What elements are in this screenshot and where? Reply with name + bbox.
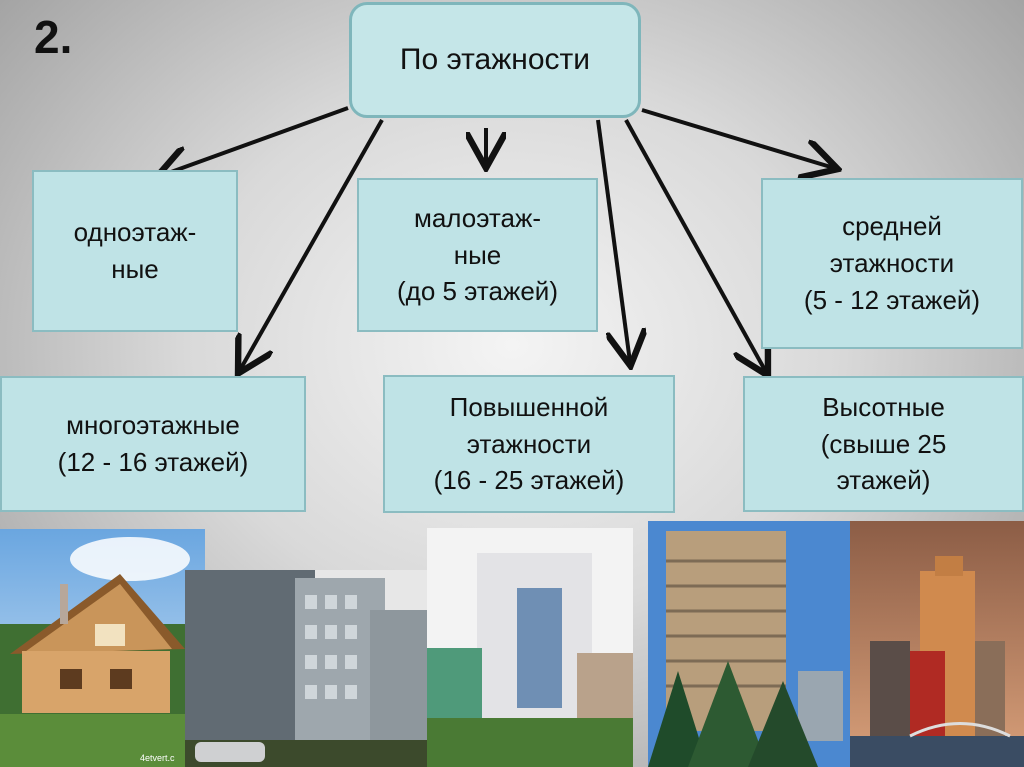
node-one-storey: одноэтаж- ные — [32, 170, 238, 332]
arrow-to-high-rise — [624, 119, 766, 372]
arrow-to-mid-rise — [641, 108, 834, 168]
node-mid-rise: средней этажности (5 - 12 этажей) — [761, 178, 1023, 349]
photo-wooden-house: 4etvert.c — [0, 529, 205, 767]
photo-skyscrapers — [850, 521, 1024, 767]
node-increased-storey: Повышенной этажности (16 - 25 этажей) — [383, 375, 675, 513]
arrow-to-increased-storey — [596, 119, 630, 362]
photo-panel-block — [185, 570, 427, 767]
arrow-to-multi-storey — [240, 119, 384, 370]
photo-office-tower — [427, 528, 633, 767]
node-multi-storey: многоэтажные (12 - 16 этажей) — [0, 376, 306, 512]
arrow-to-one-storey — [160, 106, 349, 176]
node-low-rise: малоэтаж- ные (до 5 этажей) — [357, 178, 598, 332]
watermark-text: 4etvert.c — [140, 753, 175, 763]
slide-number: 2. — [34, 11, 73, 63]
node-high-rise: Высотные (свыше 25 этажей) — [743, 376, 1024, 512]
root-node: По этажности — [349, 2, 641, 118]
photo-concrete-tower — [648, 521, 850, 767]
